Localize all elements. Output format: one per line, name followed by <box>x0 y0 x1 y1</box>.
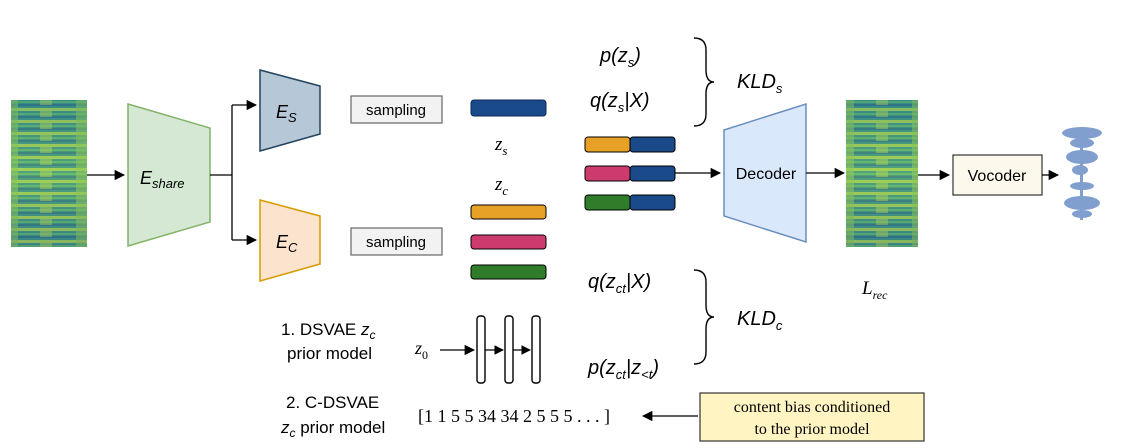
svg-text:EC: EC <box>276 232 298 255</box>
vocoder-label: Vocoder <box>968 168 1027 185</box>
output-spectrogram <box>846 100 918 247</box>
z0-label: z0 <box>414 338 428 362</box>
decoder-label: Decoder <box>736 166 797 183</box>
split-arrows <box>210 99 258 246</box>
encoder-speaker-sub: S <box>288 110 297 125</box>
content-sequence: [1 1 5 5 34 34 2 5 5 5 . . . ] <box>418 406 610 426</box>
prior-model-2-label: 2. C-DSVAE zc prior model <box>280 393 385 440</box>
kld-s-label: KLDs <box>737 71 783 96</box>
svg-text:ES: ES <box>276 102 297 125</box>
encoder-share-label: E <box>140 168 153 188</box>
encoder-content: EC <box>259 199 321 282</box>
encoder-content-sub: C <box>288 240 298 255</box>
content-bias-line2: to the prior model <box>754 421 870 438</box>
encoder-speaker-label: E <box>276 102 289 122</box>
q-zs-given-x: q(zs|X) <box>590 90 650 115</box>
sampling-label-content: sampling <box>366 234 426 251</box>
sampling-box-content: sampling <box>350 227 443 256</box>
prior-model-1-label: 1. DSVAE zc prior model <box>281 320 376 363</box>
encoder-share: Eshare <box>127 102 211 248</box>
brace-bottom <box>693 269 715 365</box>
p-zs: p(zs) <box>599 45 641 70</box>
svg-text:2. C-DSVAE: 2. C-DSVAE <box>286 393 379 412</box>
zc-label: zc <box>494 174 508 198</box>
concatenated-latents <box>584 136 676 211</box>
zc-vector-pink <box>470 234 547 250</box>
kld-speaker-group: p(zs) q(zs|X) KLDs <box>590 37 783 127</box>
q-zct-given-x: q(zct|X) <box>588 271 651 296</box>
svg-text:prior model: prior model <box>287 344 372 363</box>
rnn-prior-blocks <box>476 315 541 384</box>
brace-top <box>693 37 715 127</box>
svg-text:1. DSVAE zc: 1. DSVAE zc <box>281 320 376 342</box>
p-zct-given-previous: p(zct|z<t) <box>587 357 659 382</box>
zc-vector-green <box>470 264 547 280</box>
sampling-box-speaker: sampling <box>350 95 443 124</box>
content-bias-box: content bias conditioned to the prior mo… <box>699 392 925 442</box>
kld-content-group: q(zct|X) p(zct|z<t) KLDc <box>587 269 783 382</box>
zc-vector-orange <box>470 204 547 220</box>
waveform-icon <box>1062 127 1102 220</box>
sampling-label-speaker: sampling <box>366 102 426 119</box>
svg-text:Eshare: Eshare <box>140 168 185 191</box>
kld-c-label: KLDc <box>737 308 783 333</box>
input-spectrogram <box>11 100 87 247</box>
reconstruction-loss-label: Lrec <box>861 278 888 302</box>
svg-text:zc prior model: zc prior model <box>280 418 385 440</box>
decoder: Decoder <box>723 102 807 244</box>
encoder-share-sub: share <box>152 176 185 191</box>
vocoder: Vocoder <box>952 154 1043 196</box>
zs-label: zs <box>494 134 507 158</box>
encoder-content-label: E <box>276 232 289 252</box>
content-bias-line1: content bias conditioned <box>734 399 890 416</box>
zs-vector <box>470 99 547 117</box>
encoder-speaker: ES <box>259 69 321 152</box>
